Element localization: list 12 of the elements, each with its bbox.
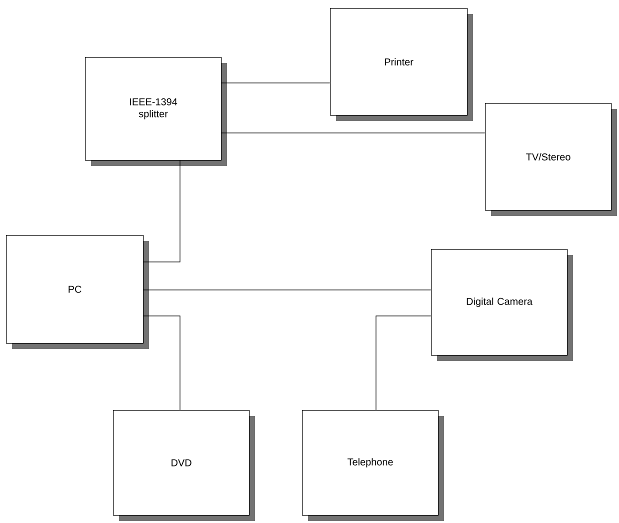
device-box: Digital Camera xyxy=(431,248,573,361)
device-box: Telephone xyxy=(302,410,444,521)
device-box: PC xyxy=(6,234,149,349)
device-box: TV/Stereo xyxy=(485,103,617,216)
connector-line xyxy=(221,82,330,84)
connector-line xyxy=(376,316,432,410)
device-box: DVD xyxy=(113,410,255,521)
connector-line xyxy=(143,316,180,410)
device-box: IEEE-1394 splitter xyxy=(85,57,227,166)
connector-line xyxy=(143,160,180,262)
device-box: Printer xyxy=(330,8,473,121)
connector-line xyxy=(221,132,486,134)
